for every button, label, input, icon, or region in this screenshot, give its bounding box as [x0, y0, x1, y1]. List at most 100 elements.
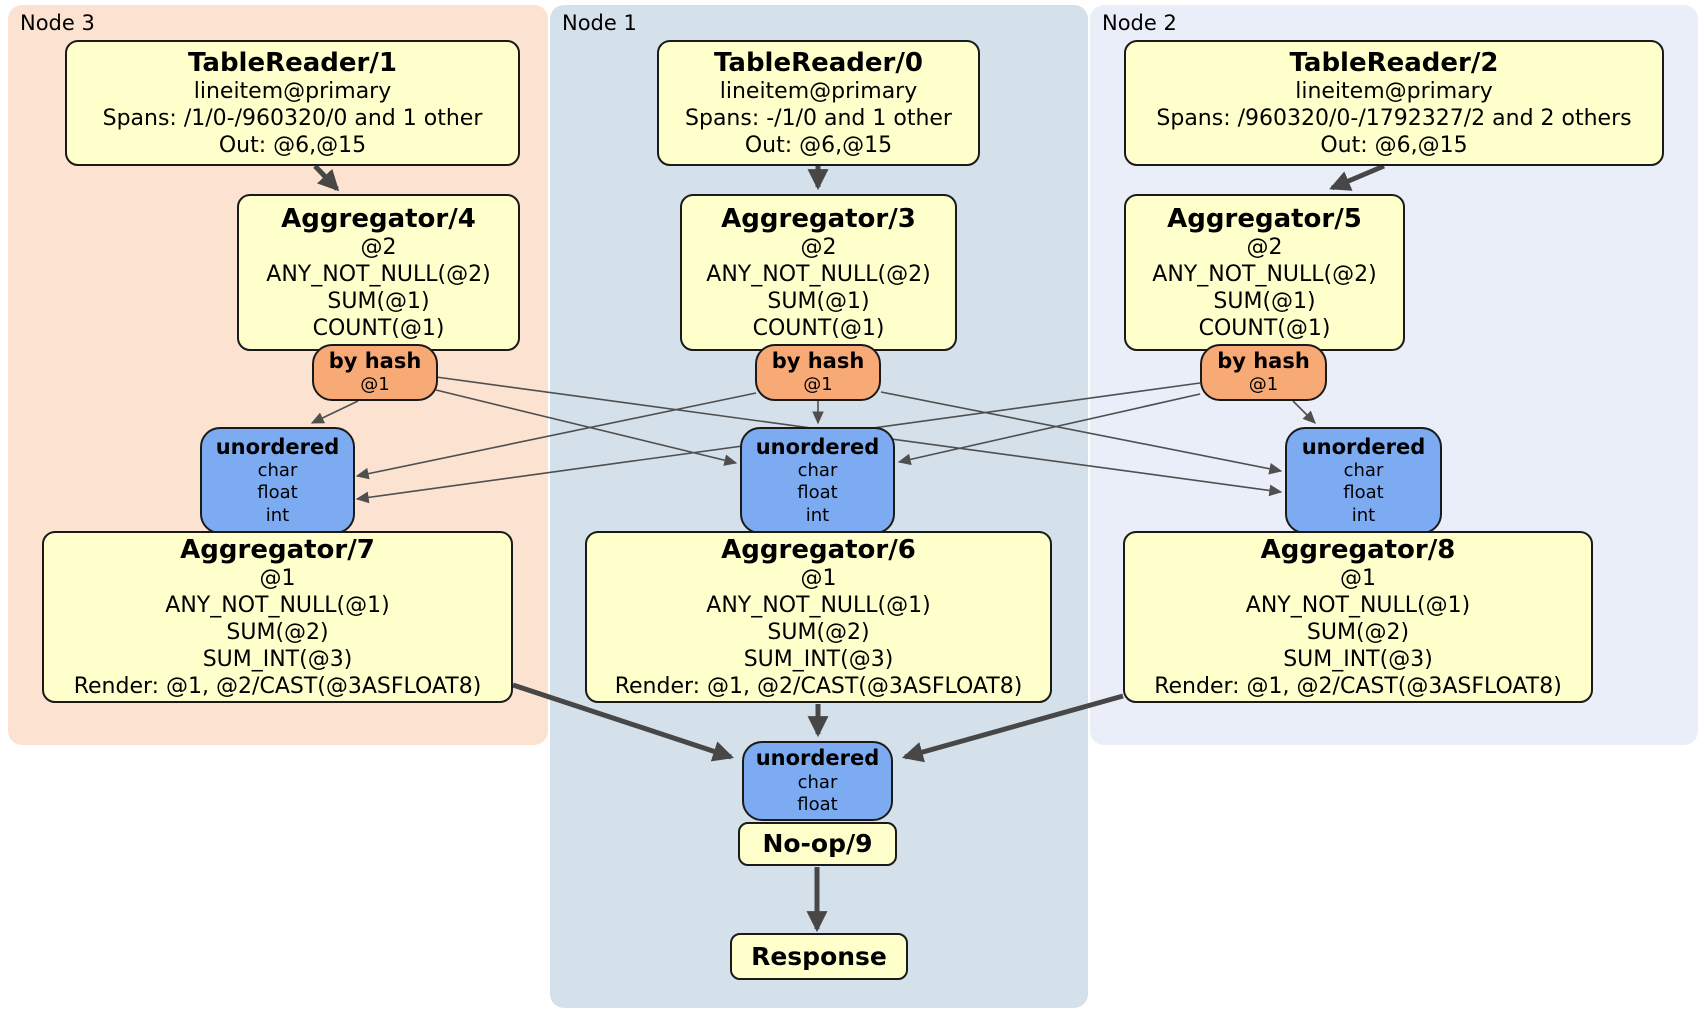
- processor-aggregator-3: Aggregator/3 @2 ANY_NOT_NULL(@2) SUM(@1)…: [680, 194, 957, 351]
- processor-noop-9: No-op/9: [738, 822, 897, 866]
- router-title: by hash: [1217, 349, 1310, 374]
- processor-detail: ANY_NOT_NULL(@2): [706, 261, 931, 287]
- sync-unordered-node3: unordered char float int: [200, 427, 355, 534]
- edge-hash1-unordered2: [880, 391, 1283, 475]
- router-by-hash-node2: by hash @1: [1200, 344, 1327, 401]
- node-group-2-label: Node 2: [1102, 11, 1177, 35]
- edge-hash1-unordered3: [355, 392, 757, 480]
- processor-title: Aggregator/3: [721, 203, 916, 234]
- processor-detail: Render: @1, @2/CAST(@3ASFLOAT8): [73, 673, 482, 699]
- processor-detail: lineitem@primary: [193, 79, 392, 104]
- sync-detail: char: [797, 459, 838, 481]
- processor-detail: @1: [259, 566, 296, 592]
- processor-aggregator-4: Aggregator/4 @2 ANY_NOT_NULL(@2) SUM(@1)…: [237, 194, 520, 351]
- processor-detail: ANY_NOT_NULL(@1): [165, 593, 390, 619]
- sync-detail: char: [797, 771, 838, 793]
- node-group-3-label: Node 3: [20, 11, 95, 35]
- router-by-hash-node3: by hash @1: [312, 344, 438, 401]
- sync-detail: int: [805, 504, 830, 526]
- sync-title: unordered: [215, 434, 340, 459]
- processor-detail: Render: @1, @2/CAST(@3ASFLOAT8): [614, 673, 1023, 699]
- sync-title: unordered: [755, 746, 880, 771]
- sync-detail: float: [257, 482, 298, 504]
- edge-hash3-unordered3: [310, 400, 359, 424]
- edge-tablereader2-aggregator5: [1329, 163, 1385, 191]
- processor-detail: ANY_NOT_NULL(@2): [266, 261, 491, 287]
- processor-detail: @1: [1340, 566, 1376, 592]
- processor-detail: Out: @6,@15: [744, 132, 893, 158]
- processor-detail: @2: [360, 235, 397, 261]
- router-by-hash-node1: by hash @1: [755, 344, 881, 401]
- processor-detail: SUM(@1): [767, 288, 870, 314]
- processor-title: No-op/9: [762, 829, 873, 859]
- router-detail: @1: [1248, 374, 1279, 396]
- processor-detail: lineitem@primary: [1295, 79, 1493, 104]
- processor-detail: Spans: /1/0-/960320/0 and 1 other: [102, 105, 483, 131]
- processor-detail: SUM_INT(@3): [202, 646, 353, 672]
- edge-hash2-unordered1: [897, 393, 1201, 466]
- processor-detail: COUNT(@1): [752, 315, 885, 341]
- processor-detail: Spans: -/1/0 and 1 other: [685, 105, 952, 131]
- processor-tablereader-1: TableReader/1 lineitem@primary Spans: /1…: [65, 40, 520, 166]
- sync-detail: char: [257, 459, 298, 481]
- router-detail: @1: [803, 374, 833, 396]
- processor-aggregator-8: Aggregator/8 @1 ANY_NOT_NULL(@1) SUM(@2)…: [1123, 531, 1593, 703]
- processor-aggregator-5: Aggregator/5 @2 ANY_NOT_NULL(@2) SUM(@1)…: [1124, 194, 1405, 351]
- processor-detail: SUM(@1): [1213, 288, 1316, 314]
- processor-detail: SUM_INT(@3): [1283, 646, 1433, 672]
- response-title: Response: [751, 941, 887, 971]
- sync-unordered-final: unordered char float: [742, 741, 893, 821]
- processor-title: Aggregator/6: [721, 534, 916, 565]
- processor-detail: Out: @6,@15: [218, 132, 367, 158]
- sync-detail: float: [1343, 482, 1384, 504]
- sync-detail: float: [797, 794, 838, 816]
- response-box: Response: [730, 933, 908, 980]
- sync-detail: int: [1351, 504, 1376, 526]
- processor-detail: @1: [800, 566, 837, 592]
- processor-tablereader-2: TableReader/2 lineitem@primary Spans: /9…: [1124, 40, 1664, 166]
- edge-hash3-unordered1: [435, 389, 738, 466]
- processor-detail: lineitem@primary: [719, 79, 918, 104]
- edge-hash2-unordered2: [1292, 400, 1316, 424]
- sync-detail: int: [265, 504, 290, 526]
- processor-title: TableReader/2: [1289, 47, 1499, 78]
- processor-detail: SUM(@2): [226, 619, 329, 645]
- sync-detail: float: [797, 482, 838, 504]
- processor-detail: SUM(@1): [327, 288, 430, 314]
- router-detail: @1: [360, 374, 390, 396]
- processor-title: TableReader/1: [188, 47, 397, 78]
- processor-detail: Render: @1, @2/CAST(@3ASFLOAT8): [1154, 673, 1562, 699]
- processor-title: Aggregator/8: [1260, 534, 1456, 565]
- sync-unordered-node1: unordered char float int: [740, 427, 895, 534]
- processor-detail: SUM(@2): [767, 619, 870, 645]
- processor-tablereader-0: TableReader/0 lineitem@primary Spans: -/…: [657, 40, 980, 166]
- processor-detail: ANY_NOT_NULL(@2): [1152, 261, 1377, 287]
- processor-detail: ANY_NOT_NULL(@1): [1245, 593, 1471, 619]
- sync-title: unordered: [1301, 434, 1426, 459]
- processor-detail: Out: @6,@15: [1320, 132, 1468, 158]
- sync-unordered-node2: unordered char float int: [1285, 427, 1442, 534]
- processor-title: TableReader/0: [714, 47, 923, 78]
- processor-detail: ANY_NOT_NULL(@1): [706, 593, 931, 619]
- processor-detail: COUNT(@1): [1198, 315, 1331, 341]
- processor-title: Aggregator/4: [281, 203, 476, 234]
- sync-title: unordered: [755, 434, 880, 459]
- processor-detail: Spans: /960320/0-/1792327/2 and 2 others: [1156, 105, 1632, 131]
- processor-detail: COUNT(@1): [312, 315, 445, 341]
- node-group-1-label: Node 1: [562, 11, 637, 35]
- edge-aggregator7-unordered-final: [512, 682, 734, 762]
- processor-detail: SUM(@2): [1306, 619, 1410, 645]
- sync-detail: char: [1343, 459, 1384, 481]
- processor-aggregator-6: Aggregator/6 @1 ANY_NOT_NULL(@1) SUM(@2)…: [585, 531, 1052, 703]
- processor-detail: @2: [800, 235, 837, 261]
- processor-detail: SUM_INT(@3): [743, 646, 894, 672]
- edge-tablereader1-aggregator4: [313, 164, 340, 192]
- processor-title: Aggregator/5: [1167, 203, 1362, 234]
- edge-aggregator8-unordered-final: [901, 693, 1124, 763]
- processor-title: Aggregator/7: [180, 534, 375, 565]
- router-title: by hash: [328, 349, 422, 374]
- router-title: by hash: [771, 349, 865, 374]
- processor-aggregator-7: Aggregator/7 @1 ANY_NOT_NULL(@1) SUM(@2)…: [42, 531, 513, 703]
